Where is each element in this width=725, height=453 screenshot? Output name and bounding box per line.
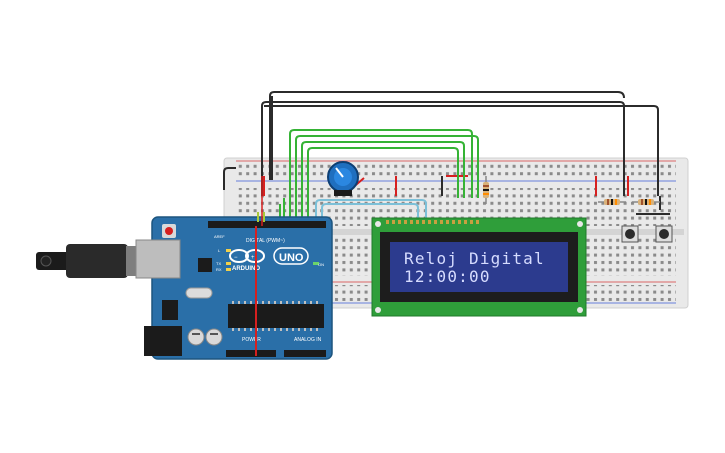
svg-text:−: − bbox=[234, 255, 238, 261]
potentiometer[interactable] bbox=[327, 161, 359, 196]
header-short-wires[interactable] bbox=[257, 212, 265, 222]
svg-text:+: + bbox=[251, 255, 255, 261]
lcd-module[interactable]: Reloj Digital 12:00:00 bbox=[371, 217, 587, 317]
green-wires[interactable] bbox=[279, 129, 479, 222]
digital-label: DIGITAL (PWM~) bbox=[246, 238, 285, 244]
on-led-label: ON bbox=[318, 262, 324, 267]
lcd-screen bbox=[390, 242, 568, 292]
atmega-chip bbox=[228, 304, 324, 328]
blue-wires[interactable] bbox=[315, 199, 427, 228]
crystal bbox=[185, 287, 213, 299]
brand-text: ARDUINO bbox=[232, 266, 260, 272]
pushbutton-1[interactable] bbox=[621, 225, 639, 243]
power-label: POWER bbox=[242, 337, 261, 343]
lcd-header-pins bbox=[386, 220, 479, 224]
uno-badge bbox=[273, 247, 309, 265]
resistor-3[interactable] bbox=[632, 199, 660, 205]
arduino-uno-board[interactable]: DIGITAL (PWM~) AREF − + ARDUINO UNO L TX… bbox=[135, 216, 333, 360]
digital-header[interactable] bbox=[208, 221, 326, 228]
lcd-line-2: 12:00:00 bbox=[404, 267, 491, 286]
black-wires[interactable] bbox=[223, 91, 661, 210]
rx-led-label: RX bbox=[216, 267, 222, 272]
resistor-1[interactable] bbox=[483, 176, 489, 204]
power-jack bbox=[144, 326, 182, 356]
usb-jack bbox=[135, 239, 181, 279]
tx-led-label: TX bbox=[216, 261, 221, 266]
aref-label: AREF bbox=[214, 234, 225, 239]
capacitor-1 bbox=[187, 328, 205, 346]
usb-chip bbox=[198, 258, 212, 272]
voltage-regulator bbox=[162, 300, 178, 320]
lcd-line-1: Reloj Digital bbox=[404, 249, 545, 268]
analog-header[interactable] bbox=[284, 350, 326, 357]
model-text: UNO bbox=[279, 252, 304, 264]
resistor-2[interactable] bbox=[598, 199, 626, 205]
analog-label: ANALOG IN bbox=[294, 337, 322, 343]
capacitor-2 bbox=[205, 328, 223, 346]
pushbutton-2[interactable] bbox=[655, 225, 673, 243]
l-led-label: L bbox=[218, 248, 221, 253]
power-header[interactable] bbox=[226, 350, 276, 357]
